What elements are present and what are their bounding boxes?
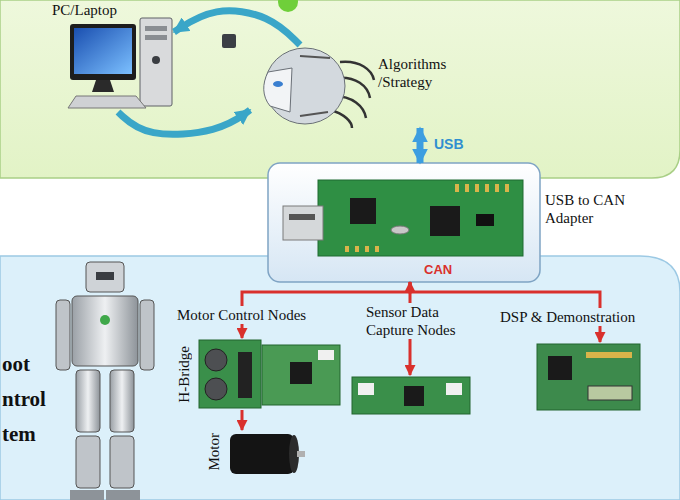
motor-picture <box>230 434 305 474</box>
connector <box>118 110 250 134</box>
title-fragment: oot <box>2 352 30 377</box>
screen <box>74 28 132 74</box>
adapter-node: USB to CAN Adapter <box>268 163 540 282</box>
connector <box>241 410 244 430</box>
connector <box>358 383 374 395</box>
dsp-board-picture <box>537 344 640 410</box>
dsp-node: DSP & Demonstration <box>535 342 640 412</box>
sensor-board <box>352 377 470 414</box>
header-pins <box>586 352 632 358</box>
chip <box>350 198 376 224</box>
usb-slot <box>289 214 315 220</box>
pc-node: PC/Laptop <box>62 18 174 112</box>
keyboard <box>68 96 146 108</box>
robot-head-picture <box>264 48 374 128</box>
robot-shin <box>110 436 134 488</box>
title-fragment: tem <box>2 422 36 447</box>
drive-bay <box>145 26 167 31</box>
hbridge-board <box>199 340 261 408</box>
robot-torso <box>72 296 138 366</box>
robot-visor <box>96 272 114 280</box>
connector <box>417 128 424 163</box>
capacitor <box>205 378 227 400</box>
node-label: DSP & Demonstration <box>498 308 637 326</box>
monitor <box>70 24 136 80</box>
robot-leg <box>76 370 100 432</box>
robot-shin <box>76 436 100 488</box>
robot-light <box>100 315 110 325</box>
robot-picture <box>56 262 154 500</box>
node-label: Algorithms /Strategy <box>378 55 478 91</box>
part-label: H-Bridge <box>176 346 193 403</box>
connector <box>174 11 300 45</box>
adapter-board-picture <box>283 180 523 256</box>
motor-body <box>230 434 294 474</box>
adapter-frame <box>268 163 540 282</box>
drive-bay <box>145 35 167 40</box>
motor-shaft <box>297 451 305 457</box>
sensor-board-picture <box>352 377 470 414</box>
face <box>264 68 292 112</box>
controller-board <box>262 345 340 405</box>
heatsink <box>238 352 252 398</box>
capacitor <box>205 349 227 371</box>
robot-arm <box>140 300 154 370</box>
seams <box>300 56 330 116</box>
header-pins <box>345 246 379 252</box>
chip <box>290 362 312 384</box>
pc-picture <box>68 18 172 108</box>
tower <box>140 18 172 106</box>
pcb <box>318 180 523 256</box>
green-dot <box>278 0 298 12</box>
robot-arm <box>56 300 70 370</box>
robot-foot <box>106 490 140 500</box>
motor-unit-node: Motor <box>226 430 302 476</box>
lcd <box>588 386 632 400</box>
bottom-panel <box>0 256 680 500</box>
chip <box>476 214 494 226</box>
title-fragment: ntrol <box>2 387 46 412</box>
head-shell <box>265 48 345 124</box>
crystal <box>391 226 409 234</box>
node-label: Motor Control Nodes <box>175 306 308 324</box>
robot-head <box>86 262 124 292</box>
algorithm-node: Algorithms /Strategy <box>250 45 480 128</box>
eye <box>273 81 283 87</box>
top-panel <box>0 0 680 178</box>
header-pins <box>455 184 509 192</box>
chip <box>548 356 572 380</box>
connector <box>318 350 334 360</box>
edge-label: USB <box>434 136 464 152</box>
usb-plug <box>283 206 323 240</box>
motor-board-picture <box>199 340 340 408</box>
edge-label: CAN <box>424 262 452 277</box>
chip <box>404 386 424 406</box>
sensor-node: Sensor Data Capture Nodes <box>352 375 470 415</box>
node-label: USB to CAN Adapter <box>545 191 645 227</box>
node-label: Motor <box>205 433 223 471</box>
monitor-stand <box>92 80 114 92</box>
robot-leg <box>110 370 134 432</box>
connector <box>446 383 462 395</box>
node-label: PC/Laptop <box>52 1 117 19</box>
power-button <box>152 56 160 64</box>
node-label: Sensor Data Capture Nodes <box>364 303 490 339</box>
robot-foot <box>70 490 104 500</box>
app-icon <box>222 34 236 48</box>
dsp-board <box>537 344 640 410</box>
motor-node: Motor Control Nodes <box>197 338 342 410</box>
chip <box>430 206 460 236</box>
